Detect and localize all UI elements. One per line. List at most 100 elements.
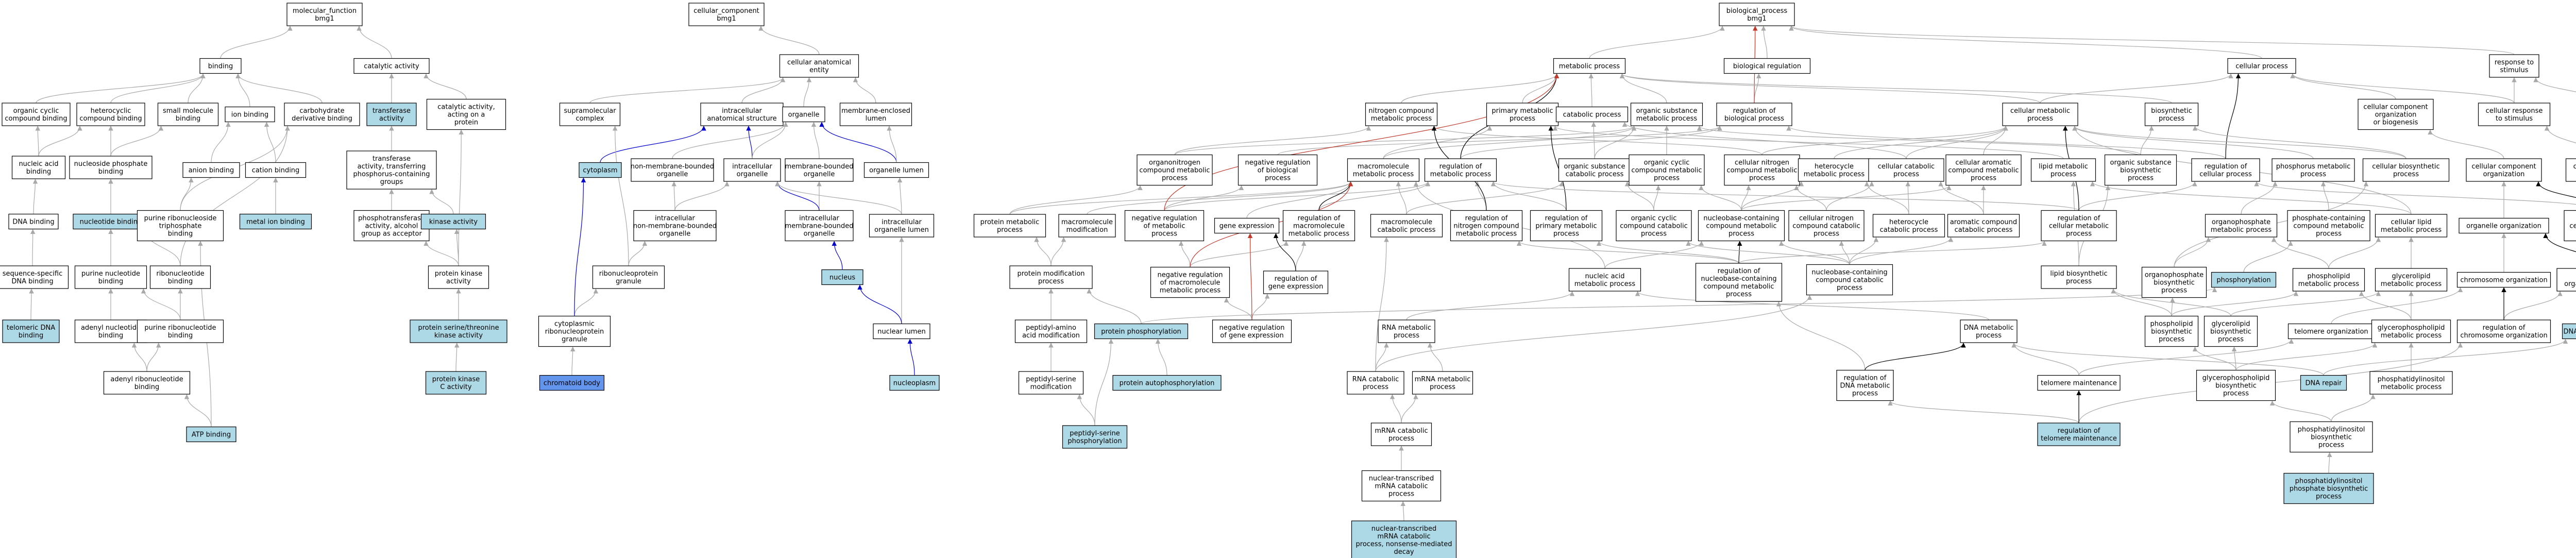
go-node-chromosome-org[interactable]: chromosome organization	[2456, 272, 2551, 288]
go-node-cation[interactable]: cation binding	[245, 162, 307, 178]
go-node-org-lumen[interactable]: organelle lumen	[863, 162, 929, 178]
go-node-cellular-process[interactable]: cellular process	[2227, 58, 2296, 74]
go-node-dna-damage[interactable]: DNA damage response	[2562, 323, 2576, 340]
go-node-cytoplasm[interactable]: cytoplasm	[579, 162, 622, 178]
go-node-metal-ion[interactable]: metal ion binding	[239, 213, 312, 230]
go-node-chromatoid[interactable]: chromatoid body	[539, 375, 605, 391]
go-node-atp-binding[interactable]: ATP binding	[186, 426, 236, 443]
go-node-protein-phos[interactable]: protein phosphorylation	[1094, 323, 1189, 340]
go-node-nucleotide-b[interactable]: nucleotide binding	[73, 213, 149, 230]
go-node-bio-reg[interactable]: biological regulation	[1723, 58, 1811, 74]
go-node-catabolic[interactable]: catabolic process	[1555, 106, 1629, 123]
go-node-ion-binding[interactable]: ion binding	[225, 106, 275, 123]
go-node-nucleoplasm[interactable]: nucleoplasm	[889, 375, 940, 391]
go-node-nuclear-lumen[interactable]: nuclear lumen	[873, 323, 930, 340]
go-node-dna-binding[interactable]: DNA binding	[8, 213, 59, 230]
go-node-gene-expr[interactable]: gene expression	[1214, 217, 1280, 234]
go-node-protein-autophos[interactable]: protein autophosphorylation	[1112, 375, 1222, 391]
go-node-nucleus[interactable]: nucleus	[821, 269, 863, 285]
go-node-organelle-org[interactable]: organelle organization	[2459, 217, 2549, 234]
go-node-metabolic[interactable]: metabolic process	[1553, 58, 1626, 74]
go-node-kinase[interactable]: kinase activity	[420, 213, 486, 230]
go-node-telomere-org[interactable]: telomere organization	[2287, 323, 2375, 340]
go-node-reg-organelle-org[interactable]: regulation oforganelle organization	[2556, 268, 2576, 292]
go-node-telomere-maint[interactable]: telomere maintenance	[2037, 375, 2121, 391]
go-node-dna-repair[interactable]: DNA repair	[2300, 375, 2347, 391]
go-node-phosphorylation[interactable]: phosphorylation	[2211, 272, 2277, 288]
